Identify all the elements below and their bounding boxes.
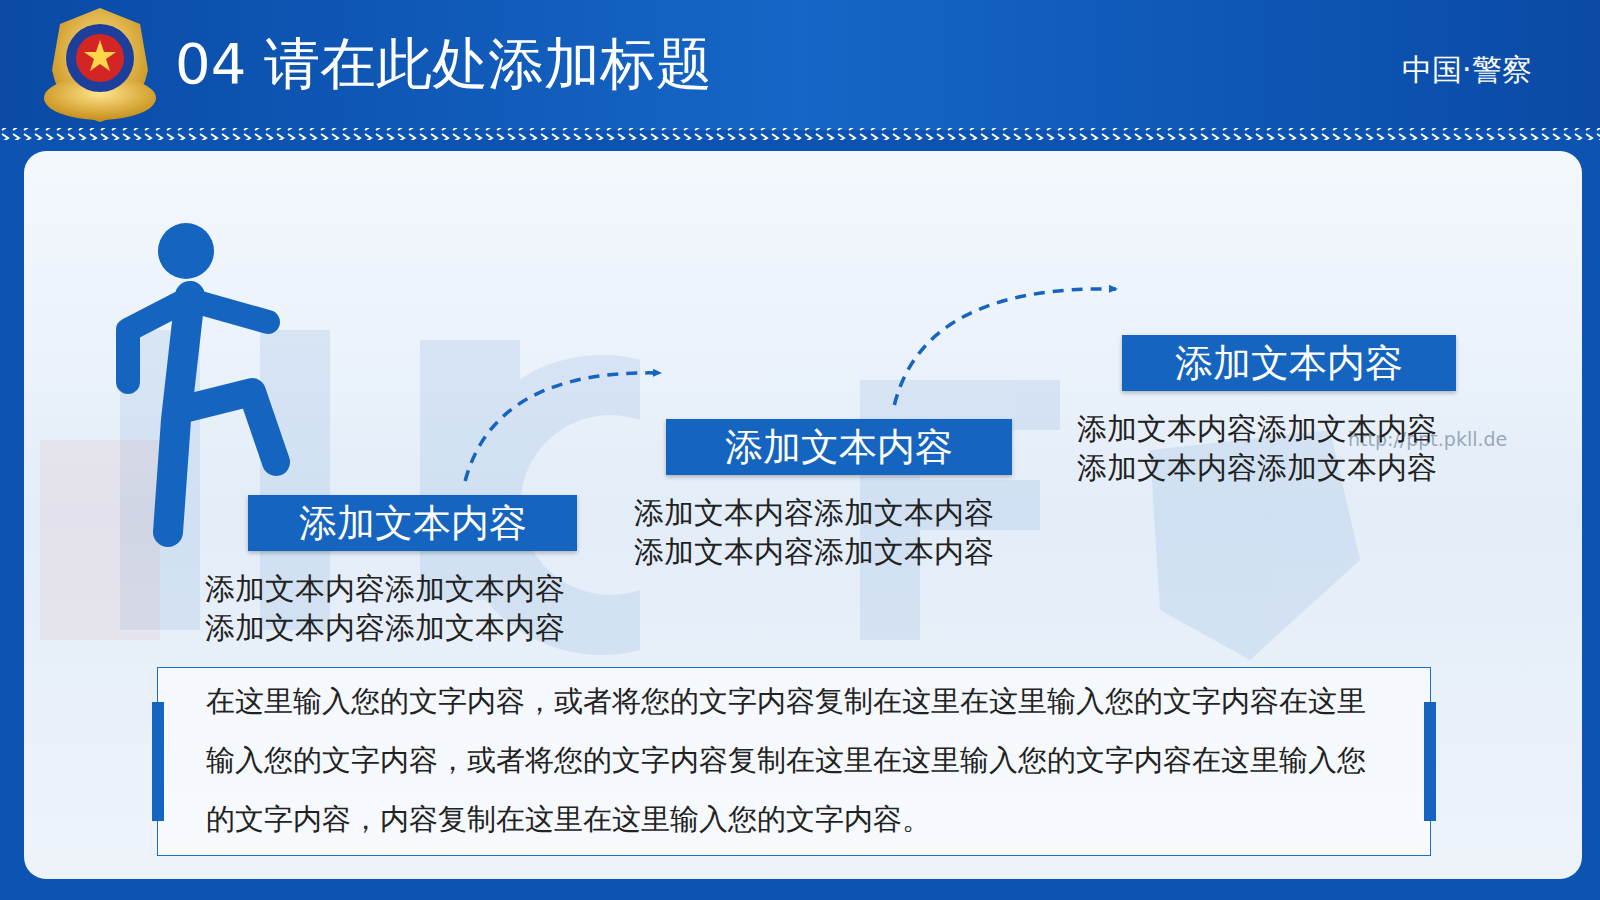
- dashed-arrow: [894, 289, 1116, 405]
- step-node: 添加文本内容添加文本内容添加文本内容 添加文本内容添加文本内容: [666, 419, 1012, 571]
- step-heading-bar: 添加文本内容: [248, 495, 577, 551]
- step-node: 添加文本内容添加文本内容添加文本内容 添加文本内容添加文本内容: [1122, 335, 1456, 487]
- slide-title: 04 请在此处添加标题: [175, 28, 712, 101]
- side-bar: [152, 702, 164, 821]
- step-node: 添加文本内容添加文本内容添加文本内容 添加文本内容添加文本内容: [248, 495, 577, 647]
- paragraph-text: 在这里输入您的文字内容，或者将您的文字内容复制在这里在这里输入您的文字内容在这里…: [158, 668, 1430, 855]
- step-heading-bar: 添加文本内容: [1122, 335, 1456, 391]
- step-body-text: 添加文本内容添加文本内容 添加文本内容添加文本内容: [205, 569, 577, 647]
- step-heading-bar: 添加文本内容: [666, 419, 1012, 475]
- step-body-text: 添加文本内容添加文本内容 添加文本内容添加文本内容: [634, 493, 1006, 571]
- side-bar: [1424, 702, 1436, 821]
- paragraph-box: 在这里输入您的文字内容，或者将您的文字内容复制在这里在这里输入您的文字内容在这里…: [157, 667, 1431, 856]
- dashed-arrow: [465, 373, 660, 481]
- step-body-text: 添加文本内容添加文本内容 添加文本内容添加文本内容: [1077, 409, 1449, 487]
- brand-label: 中国·警察: [1402, 50, 1532, 91]
